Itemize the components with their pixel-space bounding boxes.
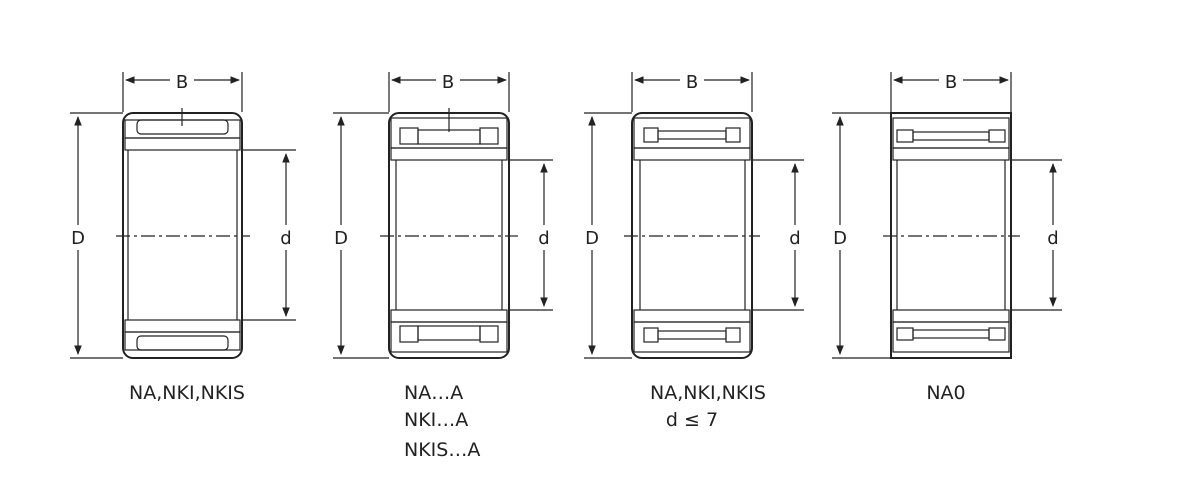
dim-label-d: d [789,228,800,249]
dim-label-d: d [538,228,549,249]
bearing-na-nki-nkis-small: B D d NA,NKI,NKIS d ≤ 7 [584,72,804,431]
dim-label-D: D [334,228,348,249]
caption-line-1: NA0 [926,382,965,404]
dim-label-D: D [71,228,85,249]
bearing-na-a: B D d NA…A NKI…A NKIS…A [333,72,553,461]
dim-label-B: B [176,72,188,93]
dim-label-D: D [585,228,599,249]
caption-line-1: NA,NKI,NKIS [129,382,245,404]
dim-label-B: B [945,72,957,93]
dim-label-B: B [442,72,454,93]
dim-label-d: d [280,228,291,249]
dim-label-d: d [1047,228,1058,249]
dim-label-B: B [686,72,698,93]
dim-label-D: D [833,228,847,249]
caption-line-2: NKI…A [404,409,468,431]
caption-line-1: NA…A [404,382,463,404]
caption-line-3: NKIS…A [404,439,480,461]
caption-line-1: NA,NKI,NKIS [650,382,766,404]
caption-line-2: d ≤ 7 [666,409,718,431]
bearing-na0: B D d NA0 [832,72,1062,404]
bearing-na-nki-nkis: B D d NA,NKI,NKIS [70,72,296,404]
